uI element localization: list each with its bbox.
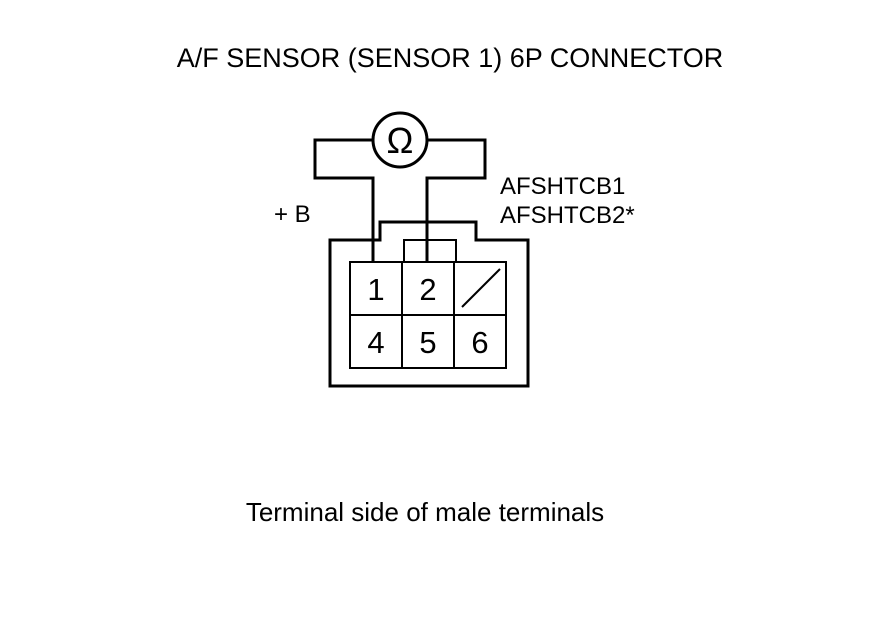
connector-lock-tab [403,239,457,263]
signal-label-2: AFSHTCB2* [500,202,635,229]
terminal-grid: 1 2 4 5 6 [349,261,507,369]
signal-label-1: AFSHTCB1 [500,173,625,200]
terminal-1: 1 [367,272,384,307]
diagram-caption: Terminal side of male terminals [246,497,604,527]
ohmmeter-icon: Ω [371,111,429,169]
terminal-2: 2 [419,272,436,307]
positive-label: + B [274,201,311,228]
ohm-symbol: Ω [387,120,414,161]
unused-cavity-slash [461,268,501,308]
probe-lead-2 [425,138,487,262]
terminal-6: 6 [471,325,488,360]
probe-lead-1 [313,138,375,262]
terminal-5: 5 [419,325,436,360]
diagram-title: A/F SENSOR (SENSOR 1) 6P CONNECTOR [177,43,724,73]
terminal-4: 4 [367,325,384,360]
connector-housing [328,220,530,388]
